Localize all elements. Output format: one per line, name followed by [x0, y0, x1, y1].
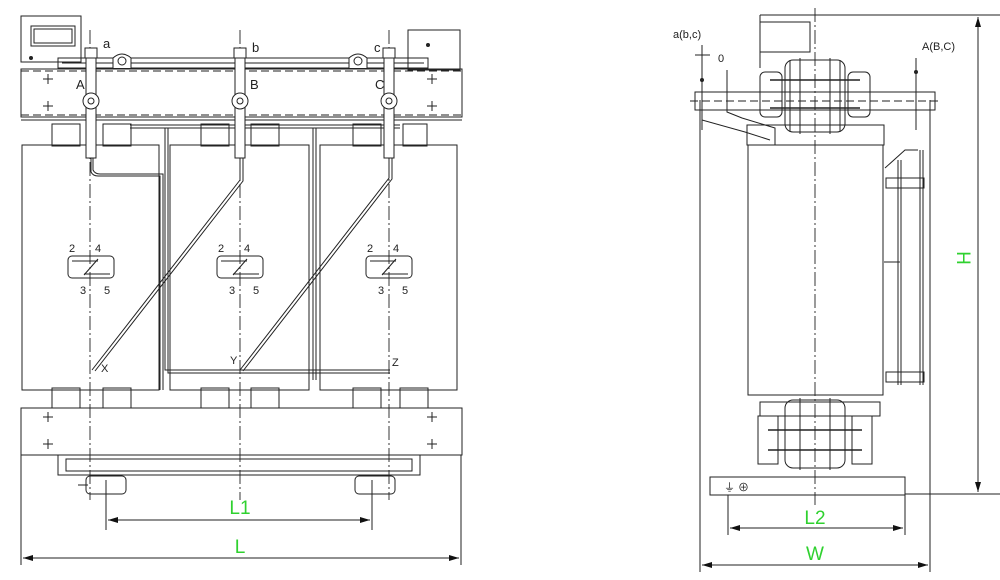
lower-clamp	[20, 407, 463, 456]
neutral-label-x: X	[101, 363, 109, 375]
svg-text:H: H	[952, 251, 973, 265]
tap-panel-c: 2 4 3 5	[365, 243, 413, 297]
svg-text:4: 4	[393, 243, 399, 255]
lifting-lug-right	[348, 53, 368, 68]
terminal-label-b: b	[252, 40, 259, 55]
svg-text:W: W	[806, 544, 824, 565]
terminal-box-right	[407, 29, 461, 71]
svg-text:L2: L2	[804, 508, 825, 529]
side-top-box	[759, 21, 811, 53]
svg-text:2: 2	[69, 243, 75, 255]
wheel-right	[354, 475, 396, 495]
dimension-h: H	[760, 14, 1000, 495]
dimension-w: W	[702, 544, 928, 568]
lifting-lug-left	[112, 53, 132, 68]
svg-text:L: L	[235, 537, 246, 558]
svg-text:5: 5	[402, 285, 408, 297]
neutral-label-z: Z	[392, 357, 399, 369]
dimension-l2: L2	[727, 495, 906, 535]
side-lv-label: a(b,c)	[673, 29, 701, 41]
svg-text:2: 2	[367, 243, 373, 255]
side-base-plate	[709, 476, 906, 496]
neutral-label-y: Y	[230, 355, 238, 367]
svg-text:L1: L1	[229, 498, 250, 519]
svg-text:4: 4	[95, 243, 101, 255]
svg-text:3: 3	[229, 285, 235, 297]
terminal-label-C: C	[375, 77, 384, 92]
ground-symbol-icon: ⏚ ⊕	[724, 481, 749, 494]
svg-text:4: 4	[244, 243, 250, 255]
terminal-label-A: A	[76, 77, 85, 92]
base-frame	[57, 454, 421, 495]
front-view: a b c A B C X Y Z 2 4 3 5	[20, 15, 463, 565]
terminal-label-B: B	[250, 77, 259, 92]
terminal-label-a: a	[103, 36, 111, 51]
connection-leads	[90, 128, 393, 390]
svg-text:3: 3	[80, 285, 86, 297]
side-leads	[884, 149, 925, 385]
dimension-l: L	[20, 455, 462, 565]
terminal-label-c: c	[374, 40, 381, 55]
lower-yoke-coil	[757, 398, 881, 470]
dimension-l1: L1	[105, 480, 373, 530]
svg-text:5: 5	[253, 285, 259, 297]
upper-yoke-coil	[759, 58, 871, 134]
tap-panel-b: 2 4 3 5	[216, 243, 264, 297]
nameplate-box	[20, 15, 82, 63]
tap-panel-a: 2 4 3 5	[67, 243, 115, 297]
svg-text:5: 5	[104, 285, 110, 297]
side-hv-label: A(B,C)	[922, 41, 955, 53]
svg-text:2: 2	[218, 243, 224, 255]
upper-spacers	[21, 119, 462, 147]
svg-text:3: 3	[378, 285, 384, 297]
side-view: a(b,c) 0 A(B,C) ⏚ ⊕	[673, 8, 1000, 572]
side-neutral-label: 0	[718, 53, 724, 65]
side-coil-body	[747, 144, 884, 396]
